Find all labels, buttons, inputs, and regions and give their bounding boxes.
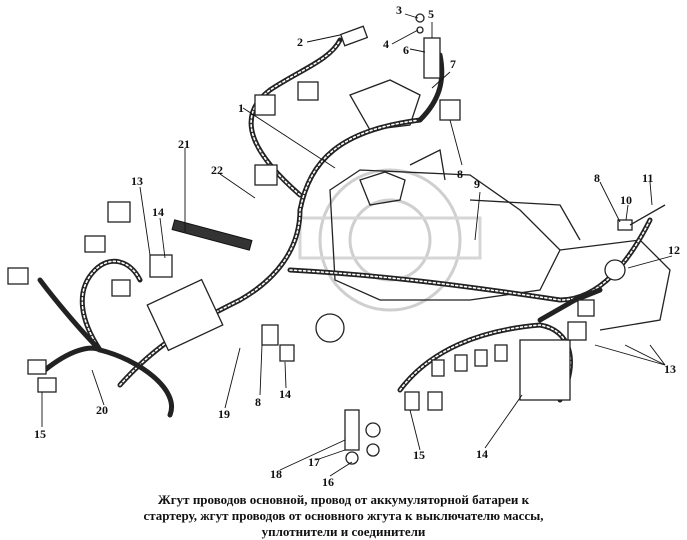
watermark-gear: [298, 168, 482, 312]
label-8-right: 8: [594, 171, 600, 185]
label-21: 21: [178, 137, 190, 151]
figure-caption: Жгут проводов основной, провод от аккуму…: [0, 492, 687, 540]
label-17: 17: [308, 455, 320, 469]
connectors: [7, 13, 666, 465]
label-14-middle: 14: [279, 387, 291, 401]
label-8-bottom: 8: [255, 395, 261, 409]
label-15-left: 15: [34, 427, 46, 441]
label-13-left: 13: [131, 174, 143, 188]
label-10: 10: [620, 193, 632, 207]
label-20: 20: [96, 403, 108, 417]
label-14-bottom: 14: [476, 447, 488, 461]
label-3: 3: [396, 3, 402, 17]
label-4: 4: [383, 37, 389, 51]
label-6: 6: [403, 43, 409, 57]
label-16: 16: [322, 475, 334, 489]
label-1: 1: [238, 101, 244, 115]
label-14-left: 14: [152, 205, 164, 219]
vehicle-body-outline: [329, 79, 671, 331]
label-22: 22: [211, 163, 223, 177]
leader-lines: [41, 13, 673, 477]
label-2: 2: [297, 35, 303, 49]
label-5: 5: [428, 7, 434, 21]
label-18: 18: [270, 467, 282, 481]
label-11: 11: [642, 171, 653, 185]
label-12: 12: [668, 243, 680, 257]
callout-labels: 1 2 3 4 5 6 7 8 9 8 10 11 12 13 13 14 14…: [34, 3, 680, 489]
label-9: 9: [474, 177, 480, 191]
label-19: 19: [218, 407, 230, 421]
label-13-right: 13: [664, 362, 676, 376]
wiring-harness-drawing: 1 2 3 4 5 6 7 8 9 8 10 11 12 13 13 14 14…: [7, 3, 680, 489]
caption-line-3: уплотнители и соединители: [261, 524, 426, 539]
caption-line-1: Жгут проводов основной, провод от аккуму…: [157, 492, 530, 507]
label-15-center: 15: [413, 448, 425, 462]
label-8-top: 8: [457, 167, 463, 181]
caption-line-2: стартеру, жгут проводов от основного жгу…: [143, 508, 544, 523]
label-7: 7: [450, 57, 456, 71]
